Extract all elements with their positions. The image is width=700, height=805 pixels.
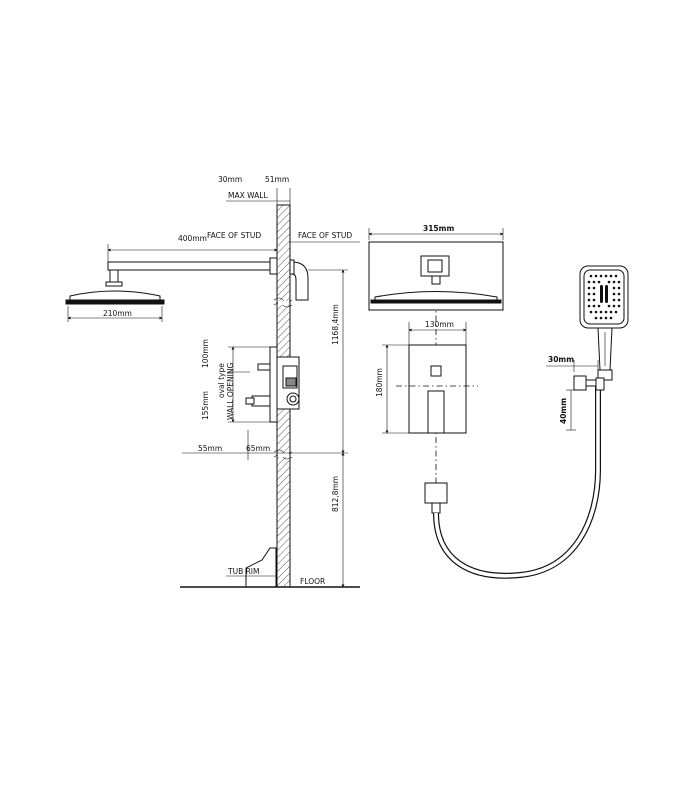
dim-130mm-label: 130mm — [425, 320, 454, 329]
hose — [433, 385, 601, 579]
handheld-dim-40mm-label: 40mm — [559, 398, 568, 424]
front-view: 315mm 130mm 180mm — [368, 224, 504, 514]
dim-210mm-label: 210mm — [103, 309, 132, 318]
dim-1168mm-label: 1168,4mm — [331, 304, 340, 345]
valve-body — [245, 346, 300, 423]
dim-400mm-label: 400mm — [178, 234, 207, 243]
dim-55mm-label: 55mm — [198, 444, 222, 453]
face-of-stud-left-label: FACE OF STUD — [207, 231, 261, 240]
outlet-elbow — [424, 482, 448, 504]
face-of-stud-right-label: FACE OF STUD — [298, 231, 352, 240]
wall-bracket — [573, 375, 587, 391]
dim-315mm-label: 315mm — [423, 224, 454, 233]
wall-opening-label: WALL OPENING — [226, 363, 235, 420]
handheld-shower — [573, 265, 629, 391]
tub — [245, 547, 277, 587]
dim-51mm-label: 51mm — [265, 175, 289, 184]
shower-head-side — [65, 269, 165, 305]
spray-face — [587, 274, 621, 320]
shower-arm — [107, 257, 309, 301]
oval-type-label: oval type — [217, 363, 226, 398]
dim-65mm-label: 65mm — [246, 444, 270, 453]
dim-155mm-label: 155mm — [201, 391, 210, 420]
side-view: 30mm 51mm MAX WALL 400mm FACE OF STUD FA… — [65, 175, 360, 588]
dim-812mm-label: 812,8mm — [331, 476, 340, 512]
dim-30mm-label: 30mm — [218, 175, 242, 184]
floor-label: FLOOR — [300, 577, 325, 586]
handheld-dim-30mm-label: 30mm — [548, 355, 574, 364]
max-wall-label: MAX WALL — [228, 191, 268, 200]
dim-100mm-label: 100mm — [201, 339, 210, 368]
tub-rim-label: TUB RIM — [227, 567, 260, 576]
dim-180mm-label: 180mm — [375, 368, 384, 397]
